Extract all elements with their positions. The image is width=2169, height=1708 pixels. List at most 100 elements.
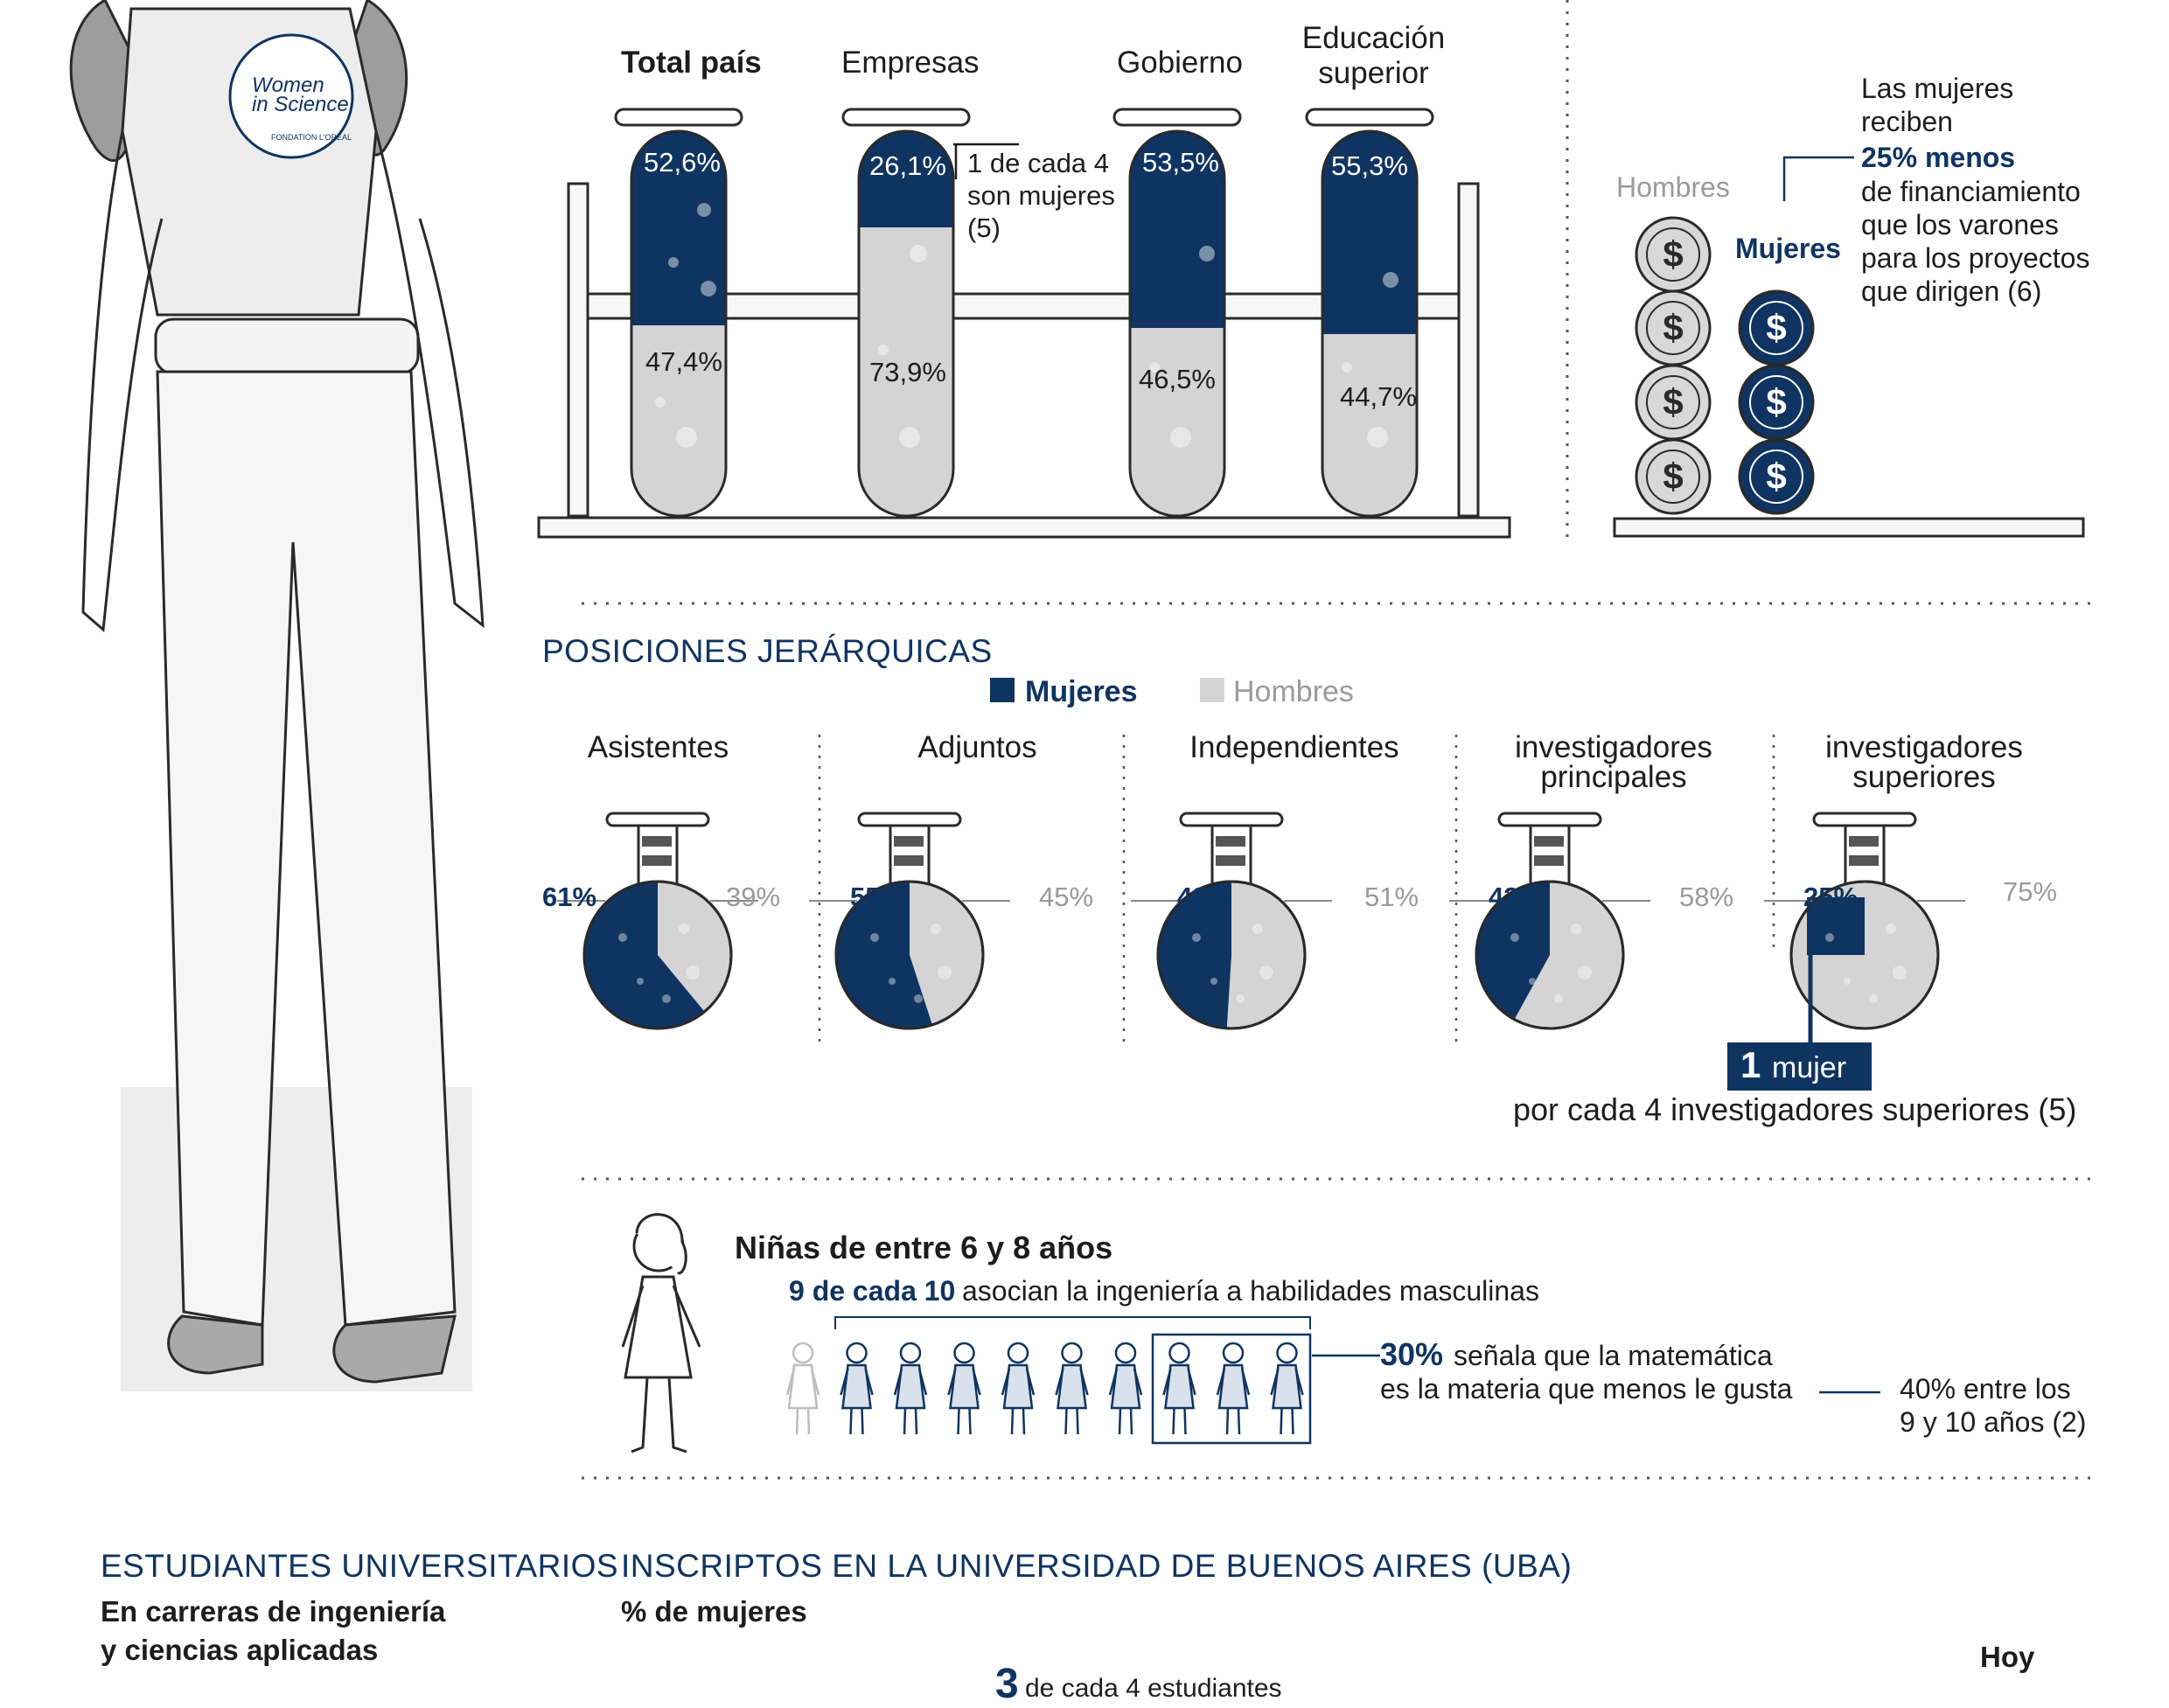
uba-title: INSCRIPTOS EN LA UNIVERSIDAD DE BUENOS A… [621, 1548, 1573, 1584]
flask-men-3: 58% [1679, 882, 1734, 912]
tube-title-total: Total país [621, 45, 762, 80]
woman-illustration [69, 0, 485, 1391]
flask-women-3: 42% [1489, 882, 1544, 912]
coin-symbol-0: $ [1663, 234, 1683, 275]
girl-figure-1 [840, 1342, 874, 1435]
tube-men-gobierno: 46,5% [1139, 364, 1216, 394]
women-coins [1738, 289, 1815, 515]
flask-women-slice-3 [1476, 882, 1550, 1020]
girl-figure-7 [1162, 1342, 1196, 1435]
tube-men-educacion: 44,7% [1340, 381, 1417, 412]
funding-men-label: Hombres [1616, 171, 1730, 203]
girl-illustration [621, 1213, 701, 1454]
girl-figure-8 [1216, 1342, 1251, 1435]
girl-figure-0 [785, 1342, 820, 1435]
flask-women-2: 49% [1177, 882, 1232, 912]
ninas-highlight: 9 de cada 10 [789, 1275, 956, 1307]
coin-symbol-4: $ [1766, 307, 1786, 348]
men-coins [1635, 216, 1712, 515]
callout-number: 1 [1740, 1044, 1761, 1085]
flask-women-4: 25% [1803, 882, 1859, 912]
tube-women-empresas: 26,1% [869, 150, 946, 181]
tube-women-total: 52,6% [644, 147, 721, 178]
ninas-pct: 30% [1380, 1336, 1444, 1372]
tube-women-gobierno: 53,5% [1142, 147, 1219, 178]
funding-women-label: Mujeres [1735, 233, 1841, 264]
logo-text-women: Women [252, 73, 324, 97]
flask-3 [1449, 812, 1650, 1030]
girl-figure-2 [893, 1342, 928, 1435]
callout-word: mujer [1772, 1051, 1847, 1084]
flasks [557, 812, 1965, 1030]
flask-title-3: investigadores principales [1515, 730, 1712, 794]
flask-0 [557, 812, 758, 1030]
flask-men-4: 75% [2003, 876, 2058, 907]
ninas-pct-line2: es la materia que menos le gusta [1380, 1373, 1793, 1405]
flask-women-slice-0 [584, 882, 705, 1028]
estudiantes-subtitle-2: y ciencias aplicadas [101, 1634, 379, 1666]
tube-men-empresas: 73,9% [869, 357, 946, 387]
flask-women-0: 61% [542, 882, 597, 912]
coin-symbol-5: $ [1766, 381, 1786, 422]
estudiantes-title: ESTUDIANTES UNIVERSITARIOS [101, 1548, 619, 1584]
callout-box [1727, 1042, 1872, 1091]
flask-2 [1131, 812, 1332, 1030]
logo-text-science: in Science [252, 93, 349, 116]
tube-3 [1305, 108, 1434, 518]
flask-title-4: investigadores superiores [1825, 730, 2023, 794]
tube-men-total: 47,4% [645, 346, 722, 377]
funding-intro: Las mujeres reciben [1861, 73, 2014, 137]
girl-figure-9 [1270, 1342, 1304, 1435]
coin-symbol-6: $ [1766, 456, 1786, 497]
legend-women-swatch [990, 678, 1015, 702]
flask-men-0: 39% [726, 882, 781, 912]
girl-figure-4 [1001, 1342, 1036, 1435]
tube-title-gobierno: Gobierno [1117, 45, 1243, 80]
flask-women-slice-1 [836, 882, 932, 1028]
tube-2 [1112, 108, 1242, 518]
tube-title-empresas: Empresas [841, 45, 980, 80]
girls-highlight-box [1151, 1333, 1312, 1445]
flask-men-2: 51% [1364, 882, 1419, 912]
flask-title-1: Adjuntos [917, 730, 1037, 764]
ninas-side-line1: 40% entre los [1900, 1373, 2071, 1405]
funding-highlight: 25% menos [1861, 142, 2016, 173]
callout-text: por cada 4 investigadores superiores (5) [1513, 1091, 2077, 1127]
flask-title-0: Asistentes [587, 730, 729, 764]
flask-title-2: Independientes [1189, 730, 1399, 764]
coin-stacks: $ $ $ $ $ $ $ [1613, 156, 2085, 538]
ninas-text: asocian la ingeniería a habilidades masc… [962, 1275, 1539, 1307]
uba-subtitle: % de mujeres [621, 1595, 807, 1628]
girls-row [785, 1342, 1304, 1435]
tube-women-educacion: 55,3% [1331, 150, 1408, 181]
funding-rest: de financiamiento que los varones para l… [1861, 176, 2090, 307]
posiciones-title: POSICIONES JERÁRQUICAS [542, 633, 993, 669]
uba-bottom-number: 3 [995, 1661, 1019, 1707]
estudiantes-subtitle-1: En carreras de ingeniería [101, 1595, 446, 1628]
legend-men-swatch [1200, 678, 1224, 702]
girl-figure-5 [1055, 1342, 1089, 1435]
flask-women-1: 55% [850, 882, 905, 912]
tube-1 [841, 108, 971, 518]
flask-women-slice-2 [1157, 882, 1231, 1028]
ninas-pct-line1: señala que la matemática [1454, 1340, 1773, 1371]
flask-1 [809, 812, 1010, 1030]
coin-symbol-3: $ [1663, 456, 1683, 497]
ninas-title: Niñas de entre 6 y 8 años [735, 1230, 1113, 1265]
legend-women: Mujeres [1025, 675, 1138, 708]
tube-title-educacion: Educación superior [1301, 21, 1446, 90]
callout-line-superiores [1808, 945, 1854, 1049]
flask-men-1: 45% [1039, 882, 1094, 912]
coin-symbol-1: $ [1663, 307, 1683, 348]
legend-men: Hombres [1233, 675, 1354, 708]
girl-figure-3 [947, 1342, 981, 1435]
coin-symbol-2: $ [1663, 381, 1683, 422]
tube-rack [537, 182, 1511, 539]
uba-bottom-text: de cada 4 estudiantes [1025, 1674, 1282, 1703]
girls-bracket [834, 1316, 1311, 1329]
empresas-note: 1 de cada 4 son mujeres (5) [967, 148, 1115, 243]
tube-0 [614, 108, 743, 518]
flask-4 [1764, 812, 1965, 1030]
uba-today: Hoy [1980, 1641, 2035, 1673]
